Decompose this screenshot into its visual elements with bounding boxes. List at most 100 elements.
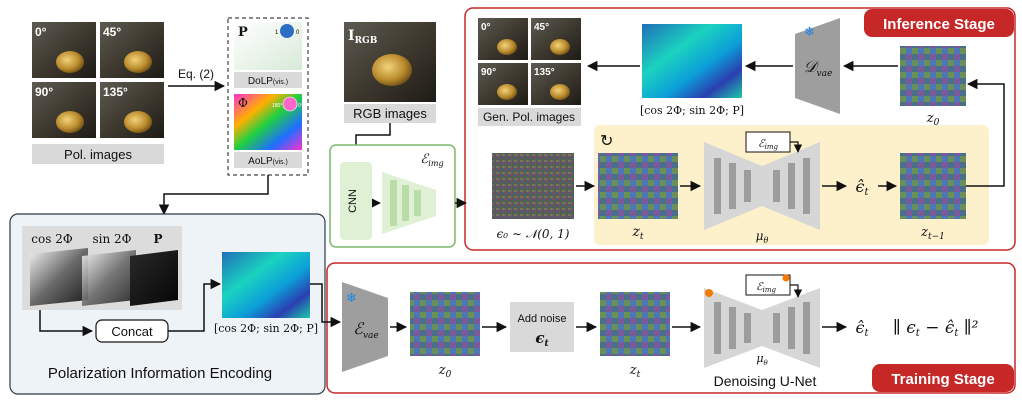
training-unet-caption: Denoising U-Net xyxy=(714,373,817,389)
p-channel-image xyxy=(130,250,178,306)
unet-layer xyxy=(788,307,795,349)
frozen-snowflake-icon: ❄ xyxy=(804,24,815,39)
brass-object xyxy=(124,111,152,133)
vae-decoder xyxy=(795,18,840,114)
brass-object xyxy=(372,54,412,86)
training-zt-latent xyxy=(600,292,670,356)
inference-eps-hat: ϵ̂t xyxy=(856,177,870,198)
angle-label: 90° xyxy=(35,85,53,99)
vae-encoder-symbol: ℰvae xyxy=(353,319,378,341)
encoder-layer xyxy=(414,190,421,216)
rgb-caption-bg xyxy=(344,104,436,123)
training-stage-badge xyxy=(872,364,1014,392)
angle-label: 45° xyxy=(103,25,121,39)
encoding-panel-title: Polarization Information Encoding xyxy=(48,365,272,382)
pol-images-grid: 0° 45° 90° 135° xyxy=(32,22,164,138)
inference-stage-frame xyxy=(464,7,1016,251)
cnn-block xyxy=(340,162,372,240)
cnn-label: CNN xyxy=(347,189,359,213)
generated-pol-images: 0° 45° 90° 135° xyxy=(478,18,581,105)
brass-object xyxy=(550,39,570,55)
inference-ztm1-label: zt−1 xyxy=(920,225,945,242)
inference-ztm1-latent xyxy=(900,153,966,219)
unet-layer xyxy=(714,302,721,354)
training-stage-frame xyxy=(326,262,1016,394)
angle-label: 0° xyxy=(35,25,47,39)
cos-channel-image xyxy=(30,248,88,306)
rgb-caption: RGB images xyxy=(353,106,427,121)
vae-decoder-symbol: 𝒟vae xyxy=(804,57,833,79)
unet-layer xyxy=(803,302,810,354)
unet-layer xyxy=(788,163,795,209)
inference-z0-latent xyxy=(900,46,966,106)
unet-layer xyxy=(773,170,780,202)
inference-zt-label: zt xyxy=(631,224,643,242)
channel-label-p: P xyxy=(153,232,162,246)
inference-stage-badge xyxy=(864,9,1014,37)
vae-encoder xyxy=(342,282,388,372)
gen-angle-label: 135° xyxy=(534,67,555,78)
aolp-wheel-label: 180° xyxy=(272,103,282,109)
training-cond-symbol: ℰimg xyxy=(756,280,777,294)
gen-angle-label: 90° xyxy=(481,67,496,78)
trainable-flame-icon xyxy=(782,274,790,282)
brass-object xyxy=(56,111,84,133)
concat-label: Concat xyxy=(111,324,153,339)
encoder-layer xyxy=(402,185,409,221)
unet-layer xyxy=(729,307,736,349)
brass-object xyxy=(550,84,570,100)
dolp-caption: DoLP(vis.) xyxy=(248,76,288,87)
encoding-to-vae-arrow xyxy=(310,283,342,328)
unet-layer xyxy=(773,313,780,343)
channels-to-concat-arrow xyxy=(39,310,94,337)
add-noise-symbol: ϵt xyxy=(535,329,549,349)
encoding-output-image xyxy=(222,252,310,318)
add-noise-label: Add noise xyxy=(518,313,567,325)
rgb-symbol: IRGB xyxy=(348,28,378,46)
noise-label: ϵ₀ ∼ 𝒩(0, 1) xyxy=(497,227,570,241)
aolp-caption-bg xyxy=(234,152,302,168)
inference-cond-arrow xyxy=(790,141,803,153)
unet-layer xyxy=(714,158,721,214)
inference-z0-label: z0 xyxy=(926,111,940,128)
trainable-flame-icon xyxy=(705,289,713,297)
dolp-colorbar-min: 1 xyxy=(275,30,279,36)
aolp-symbol: Φ xyxy=(238,96,248,110)
pol-images-caption: Pol. images xyxy=(64,147,132,162)
aolp-caption: AoLP(vis.) xyxy=(248,156,288,167)
to-encoding-arrow xyxy=(158,175,269,216)
inference-stage-label: Inference Stage xyxy=(883,16,995,33)
unet-layer xyxy=(744,170,751,202)
brass-object xyxy=(497,84,517,100)
eq2-label: Eq. (2) xyxy=(178,67,214,81)
unet-layer xyxy=(744,313,751,343)
concat-to-output-arrow xyxy=(168,278,222,332)
decoded-pol-image xyxy=(642,24,742,98)
channel-label-sin: sin 2Φ xyxy=(92,232,131,246)
ztm1-to-z0-loop-arrow xyxy=(966,78,1005,187)
training-eps-hat: ϵ̂t xyxy=(856,318,870,339)
inference-cond-symbol: ℰimg xyxy=(758,137,779,151)
unet-layer xyxy=(729,163,736,209)
loop-refresh-icon: ↻ xyxy=(600,133,613,150)
training-unet-label: μθ xyxy=(756,352,768,367)
frozen-snowflake-icon: ❄ xyxy=(346,290,357,305)
dolp-caption-bg xyxy=(234,72,302,88)
inference-unet-label: μθ xyxy=(756,229,769,245)
gaussian-noise-image xyxy=(492,153,574,219)
decoded-caption: [cos 2Φ; sin 2Φ; P] xyxy=(640,104,744,117)
brass-object xyxy=(124,51,152,73)
training-z0-latent xyxy=(410,292,480,356)
gen-angle-label: 0° xyxy=(481,22,491,33)
training-z0-label: z0 xyxy=(438,363,452,380)
training-cond-arrow xyxy=(790,284,803,298)
dolp-symbol: P xyxy=(238,25,248,40)
brass-object xyxy=(56,51,84,73)
training-loss: ∥ ϵt − ϵ̂t ∥² xyxy=(893,318,979,339)
channel-label-cos: cos 2Φ xyxy=(31,232,73,246)
angle-label: 135° xyxy=(103,85,128,99)
training-stage-label: Training Stage xyxy=(891,371,994,388)
generated-caption: Gen. Pol. images xyxy=(483,110,575,124)
